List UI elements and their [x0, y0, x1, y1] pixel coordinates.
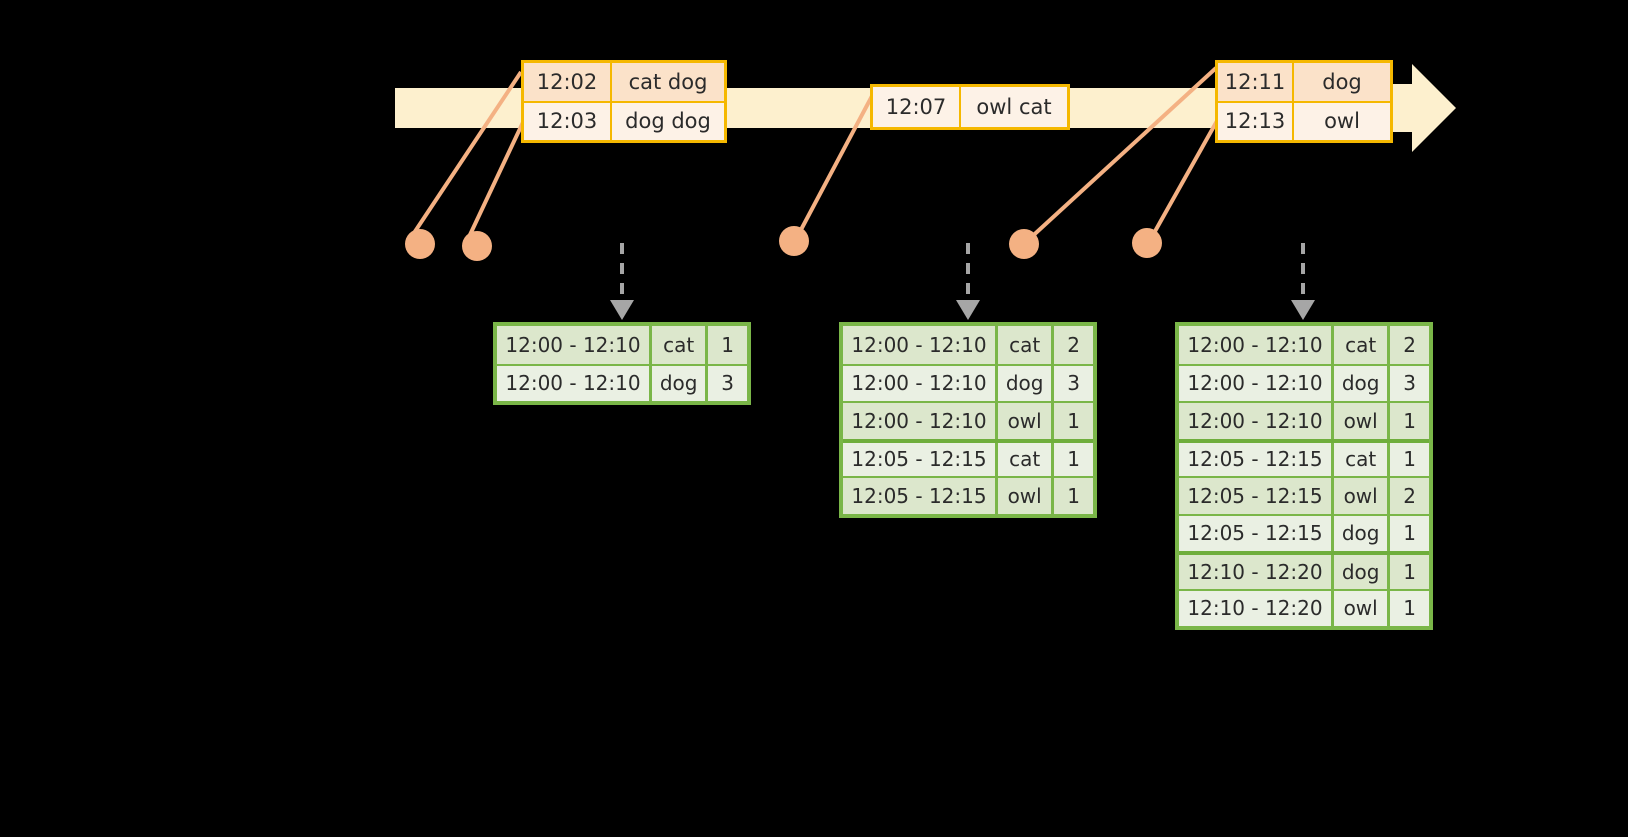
cell-count: 1	[1403, 559, 1416, 584]
connector-line-5	[1147, 111, 1224, 243]
event-words: owl cat	[976, 95, 1052, 119]
cell-count: 3	[721, 371, 734, 396]
cell-count: 3	[1403, 371, 1416, 396]
cell-word: owl	[1334, 403, 1391, 439]
cell-window: 12:00 - 12:10	[1179, 365, 1335, 401]
cell-window: 12:00 - 12:10	[1179, 403, 1335, 439]
cell-window: 12:05 - 12:15	[843, 442, 999, 476]
cell-count: 2	[1067, 332, 1080, 357]
cell-word: owl	[1334, 478, 1391, 514]
connector-line-2	[466, 117, 527, 240]
connector-dot-5	[1132, 228, 1162, 258]
event-row[interactable]: 12:11 dog	[1218, 63, 1390, 101]
cell-window: 12:00 - 12:10	[843, 326, 999, 364]
event-row[interactable]: 12:13 owl	[1218, 100, 1390, 140]
cell-count: 2	[1403, 332, 1416, 357]
event-box-3[interactable]: 12:11 dog 12:13 owl	[1215, 60, 1393, 143]
connector-dot-2	[462, 231, 492, 261]
down-arrow-icon-3	[1291, 243, 1315, 320]
event-row[interactable]: 12:03 dog dog	[524, 100, 724, 140]
event-time: 12:03	[524, 102, 612, 140]
event-time: 12:11	[1218, 63, 1294, 101]
cell-count: 1	[1403, 596, 1416, 621]
cell-count: 1	[1403, 447, 1416, 472]
cell-word: owl	[1334, 590, 1391, 626]
cell-word: cat	[652, 326, 709, 364]
cell-window: 12:00 - 12:10	[843, 403, 999, 439]
cell-window: 12:00 - 12:10	[1179, 326, 1335, 364]
event-words: owl	[1324, 109, 1360, 134]
event-box-1[interactable]: 12:02 cat dog 12:03 dog dog	[521, 60, 727, 143]
cell-count: 1	[1403, 408, 1416, 433]
cell-word: cat	[998, 326, 1055, 364]
event-words: dog dog	[625, 109, 711, 134]
cell-count: 2	[1403, 483, 1416, 508]
cell-word: cat	[1334, 326, 1391, 364]
event-row[interactable]: 12:02 cat dog	[524, 63, 724, 101]
event-row[interactable]: 12:07 owl cat	[873, 87, 1067, 127]
cell-word: owl	[998, 478, 1055, 514]
cell-word: dog	[1334, 365, 1391, 401]
cell-word: cat	[1334, 442, 1391, 476]
cell-count: 1	[1067, 408, 1080, 433]
cell-window: 12:05 - 12:15	[1179, 442, 1335, 476]
cell-word: dog	[652, 365, 709, 401]
cell-word: dog	[1334, 515, 1391, 551]
event-box-2[interactable]: 12:07 owl cat	[870, 84, 1070, 130]
down-arrow-icon-2	[956, 243, 980, 320]
cell-count: 1	[1403, 521, 1416, 546]
event-time: 12:07	[873, 87, 961, 127]
cell-window: 12:05 - 12:15	[1179, 515, 1335, 551]
down-arrow-icon-1	[610, 243, 634, 320]
cell-word: owl	[998, 403, 1055, 439]
cell-count: 3	[1067, 371, 1080, 396]
event-time: 12:13	[1218, 102, 1294, 140]
cell-word: dog	[1334, 555, 1391, 589]
cell-window: 12:00 - 12:10	[497, 326, 653, 364]
cell-word: dog	[998, 365, 1055, 401]
connector-dot-3	[779, 226, 809, 256]
cell-window: 12:10 - 12:20	[1179, 590, 1335, 626]
cell-count: 1	[1067, 447, 1080, 472]
cell-window: 12:10 - 12:20	[1179, 555, 1335, 589]
connector-dot-1	[405, 229, 435, 259]
cell-window: 12:05 - 12:15	[1179, 478, 1335, 514]
cell-word: cat	[998, 442, 1055, 476]
cell-count: 1	[1067, 483, 1080, 508]
event-words: cat dog	[628, 69, 708, 94]
event-time: 12:02	[524, 63, 612, 101]
cell-window: 12:05 - 12:15	[843, 478, 999, 514]
event-words: dog	[1322, 69, 1362, 94]
cell-count: 1	[721, 332, 734, 357]
connector-dot-4	[1009, 229, 1039, 259]
cell-window: 12:00 - 12:10	[497, 365, 653, 401]
cell-window: 12:00 - 12:10	[843, 365, 999, 401]
